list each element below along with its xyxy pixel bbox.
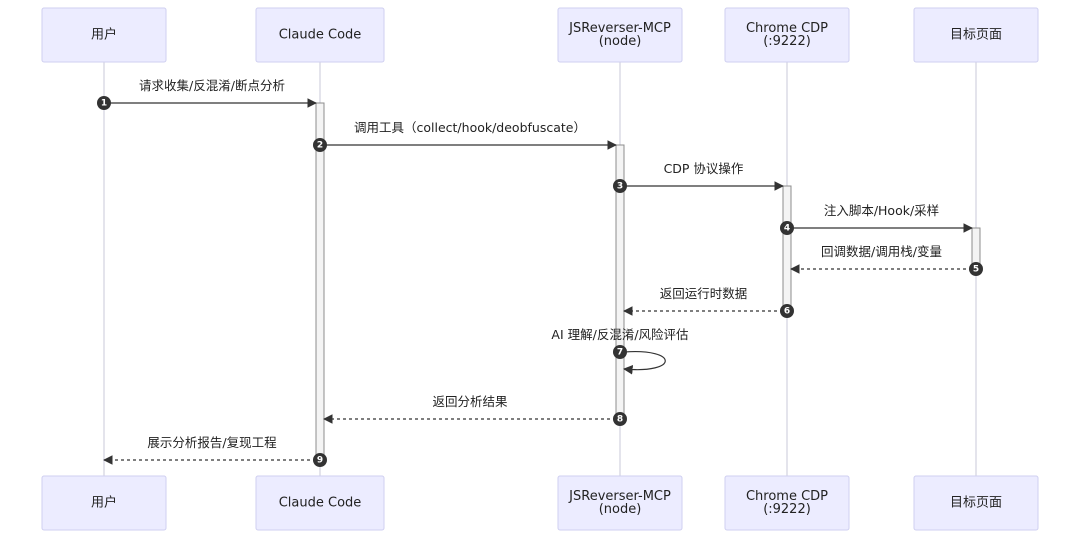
message-5: 回调数据/调用栈/变量 5	[790, 244, 983, 276]
participant-claude-bottom: Claude Code	[255, 475, 385, 531]
message-label: 注入脚本/Hook/采样	[824, 203, 939, 218]
sequence-number-badge: 9	[313, 453, 327, 467]
message-label: 请求收集/反混淆/断点分析	[139, 78, 285, 93]
participant-claude-top: Claude Code	[255, 7, 385, 63]
participant-label: 用户	[91, 495, 117, 511]
message-label: AI 理解/反混淆/风险评估	[551, 327, 688, 342]
sequence-number: 8	[617, 415, 623, 425]
participant-user-top: 用户	[41, 7, 167, 63]
message-label: 返回分析结果	[432, 394, 508, 409]
participant-label: (node)	[599, 502, 642, 517]
participant-label: 目标页面	[950, 28, 1002, 43]
message-label: 展示分析报告/复现工程	[147, 435, 277, 450]
activation-cdp	[782, 185, 792, 312]
message-8: 返回分析结果 8	[323, 394, 627, 426]
sequence-number-badge: 4	[780, 221, 794, 235]
sequence-number-badge: 7	[613, 345, 627, 359]
message-4: 注入脚本/Hook/采样 4	[780, 203, 973, 235]
participant-label: 用户	[91, 27, 117, 43]
participant-label: Chrome CDP	[746, 489, 828, 504]
message-7: AI 理解/反混淆/风险评估 7	[551, 327, 689, 375]
sequence-number: 3	[617, 182, 623, 192]
participant-label: Claude Code	[279, 496, 362, 511]
participant-label: (:9222)	[763, 502, 811, 517]
sequence-number-badge: 1	[97, 96, 111, 110]
sequence-number-badge: 5	[969, 262, 983, 276]
sequence-number: 9	[317, 456, 323, 466]
participant-label: 目标页面	[950, 496, 1002, 511]
message-label: 调用工具（collect/hook/deobfuscate）	[354, 120, 586, 135]
message-2: 调用工具（collect/hook/deobfuscate） 2	[313, 120, 617, 152]
participant-page-bottom: 目标页面	[913, 475, 1039, 531]
message-arrow	[623, 350, 666, 375]
activation-claude	[315, 102, 325, 461]
participant-label: JSReverser-MCP	[568, 489, 671, 504]
sequence-number-badge: 2	[313, 138, 327, 152]
message-label: 返回运行时数据	[660, 286, 748, 301]
sequence-number: 5	[973, 265, 979, 275]
message-9: 展示分析报告/复现工程 9	[103, 435, 327, 467]
sequence-number: 2	[317, 141, 323, 151]
sequence-number-badge: 8	[613, 412, 627, 426]
sequence-number: 1	[101, 99, 107, 109]
participant-mcp-top: JSReverser-MCP(node)	[557, 7, 683, 63]
participant-label: JSReverser-MCP	[568, 21, 671, 36]
sequence-number: 7	[617, 348, 623, 358]
participant-cdp-bottom: Chrome CDP(:9222)	[724, 475, 850, 531]
sequence-number-badge: 6	[780, 304, 794, 318]
participant-label: (:9222)	[763, 34, 811, 49]
participant-label: Claude Code	[279, 28, 362, 43]
sequence-number-badge: 3	[613, 179, 627, 193]
message-label: 回调数据/调用栈/变量	[821, 244, 942, 259]
message-label: CDP 协议操作	[664, 161, 744, 176]
message-3: CDP 协议操作 3	[613, 161, 784, 193]
sequence-number: 4	[784, 224, 790, 234]
participant-cdp-top: Chrome CDP(:9222)	[724, 7, 850, 63]
participant-label: (node)	[599, 34, 642, 49]
sequence-number: 6	[784, 307, 790, 317]
participant-page-top: 目标页面	[913, 7, 1039, 63]
message-1: 请求收集/反混淆/断点分析 1	[97, 78, 317, 110]
participant-user-bottom: 用户	[41, 475, 167, 531]
participant-label: Chrome CDP	[746, 21, 828, 36]
message-6: 返回运行时数据 6	[623, 286, 794, 318]
participant-mcp-bottom: JSReverser-MCP(node)	[557, 475, 683, 531]
